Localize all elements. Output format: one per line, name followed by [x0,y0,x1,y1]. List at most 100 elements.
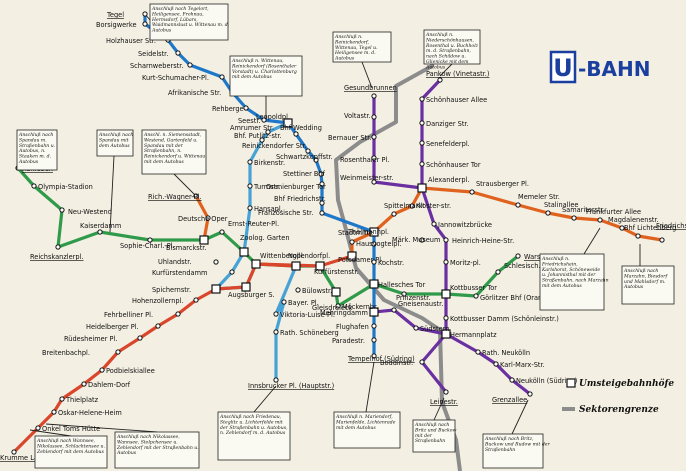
station-kurtschumacher[interactable] [219,74,225,80]
station-amrumer[interactable] [265,129,271,135]
station-innsbrucker[interactable] [273,377,279,383]
transfer-station-stadtmitte[interactable] [369,227,379,237]
station-leinestr[interactable] [443,389,449,395]
transfer-station-nollendorf[interactable] [291,261,301,271]
station-oskarhelene[interactable] [51,409,57,415]
station-strausberger[interactable] [469,189,475,195]
station-stalinallee[interactable] [545,210,551,216]
station-richwagner[interactable] [193,193,199,199]
station-kudamm[interactable] [229,269,235,275]
station-mohrenstr[interactable] [349,239,355,245]
station-uhland[interactable] [213,259,219,265]
station-flughafen[interactable] [371,323,377,329]
station-bhfputlitz[interactable] [259,137,265,143]
station-podbielski[interactable] [99,367,105,373]
station-birkenstr[interactable] [247,159,253,165]
station-thielpl[interactable] [59,396,65,402]
station-schoenhauser[interactable] [419,96,425,102]
transfer-station-hermannpl[interactable] [441,329,451,339]
station-danziger[interactable] [419,120,425,126]
station-neukoelln[interactable] [509,377,515,383]
station-gesundbrunnen[interactable] [371,93,377,99]
station-bayerischer[interactable] [281,299,287,305]
station-olympia[interactable] [31,183,37,189]
station-turmstr[interactable] [247,183,253,189]
station-breitenbach[interactable] [115,349,121,355]
station-paradestr[interactable] [371,337,377,343]
transfer-station-hallesches[interactable] [369,279,379,289]
station-hohenzollern[interactable] [193,297,199,303]
station-voltastr[interactable] [371,114,377,120]
station-neuwestend[interactable] [59,207,65,213]
transfer-station-gleisdreieck[interactable] [331,287,341,297]
station-karlmarx[interactable] [493,361,499,367]
station-frankfurter[interactable] [597,217,603,223]
station-pankow[interactable] [437,77,443,83]
station-onkeltoms[interactable] [35,425,41,431]
station-deutscheoper[interactable] [205,215,211,221]
station-kaiserdamm[interactable] [97,229,103,235]
station-tegel[interactable] [142,11,148,17]
station-moritzpl[interactable] [443,259,449,265]
station-rathausschoene[interactable] [273,329,279,335]
station-dahlemdorf[interactable] [81,381,87,387]
transfer-station-wittenberg[interactable] [251,259,261,269]
station-suedstern[interactable] [413,325,419,331]
station-lichtenberg[interactable] [635,233,641,239]
station-schoenhausertor[interactable] [419,161,425,167]
station-spittelmarkt[interactable] [391,211,397,217]
transfer-station-potsdamer[interactable] [347,251,357,261]
station-schwartzkopff[interactable] [313,157,319,163]
transfer-station-leopoldpl[interactable] [283,118,293,128]
station-rosenthaler[interactable] [371,155,377,161]
station-viktorialuise[interactable] [273,311,279,317]
station-franzoesische[interactable] [319,210,325,216]
station-hansapl[interactable] [247,205,253,211]
station-moeckern[interactable] [335,303,341,309]
station-senefelder[interactable] [419,140,425,146]
station-weinmeister[interactable] [371,179,377,185]
station-krummelanke[interactable] [11,449,17,455]
station-hausvogtei[interactable] [371,241,377,247]
station-reinickendorfer[interactable] [305,148,311,154]
transfer-station-kurfuersten[interactable] [315,261,325,271]
station-warschauer[interactable] [515,253,521,259]
station-ernstreuter[interactable] [219,229,225,235]
transfer-station-mehringdamm[interactable] [369,307,379,317]
station-grenzallee[interactable] [527,391,533,397]
transfer-station-augsburger[interactable] [241,282,251,292]
transfer-station-alexanderpl[interactable] [417,183,427,193]
station-seidelstr[interactable] [175,50,181,56]
station-oranienburger[interactable] [319,181,325,187]
station-rathausneukoelln[interactable] [475,349,481,355]
station-scharnweber[interactable] [187,62,193,68]
station-maerkmuseum[interactable] [419,237,425,243]
station-borsigwerke[interactable] [142,21,148,27]
station-bhfwedding[interactable] [293,131,299,137]
station-fehrbelliner[interactable] [175,311,181,317]
station-prinzenstr[interactable] [401,291,407,297]
station-ruedesheimer[interactable] [137,335,143,341]
station-kottbusserdamm[interactable] [443,315,449,321]
station-friedrichsfelde[interactable] [659,237,665,243]
station-samariter[interactable] [571,215,577,221]
station-sophiecharl[interactable] [147,237,153,243]
station-kochstr[interactable] [371,259,377,265]
transfer-station-spichern[interactable] [211,284,221,294]
station-bernauer[interactable] [371,134,377,140]
transfer-station-zoo[interactable] [239,247,249,257]
station-stettiner[interactable] [318,171,324,177]
station-rehberge[interactable] [243,105,249,111]
station-bhffriedrich[interactable] [319,200,325,206]
station-seestr[interactable] [261,117,267,123]
station-jannowitz[interactable] [431,221,437,227]
station-heinrichheine[interactable] [443,237,449,243]
station-reichskanzler[interactable] [55,244,61,250]
station-memeler[interactable] [515,202,521,208]
station-tempelhof[interactable] [371,353,377,359]
station-klosterstr[interactable] [409,203,415,209]
station-magdalenen[interactable] [619,225,625,231]
station-boddinstr[interactable] [419,359,425,365]
station-heidelberger[interactable] [155,323,161,329]
station-gneisenau[interactable] [391,307,397,313]
